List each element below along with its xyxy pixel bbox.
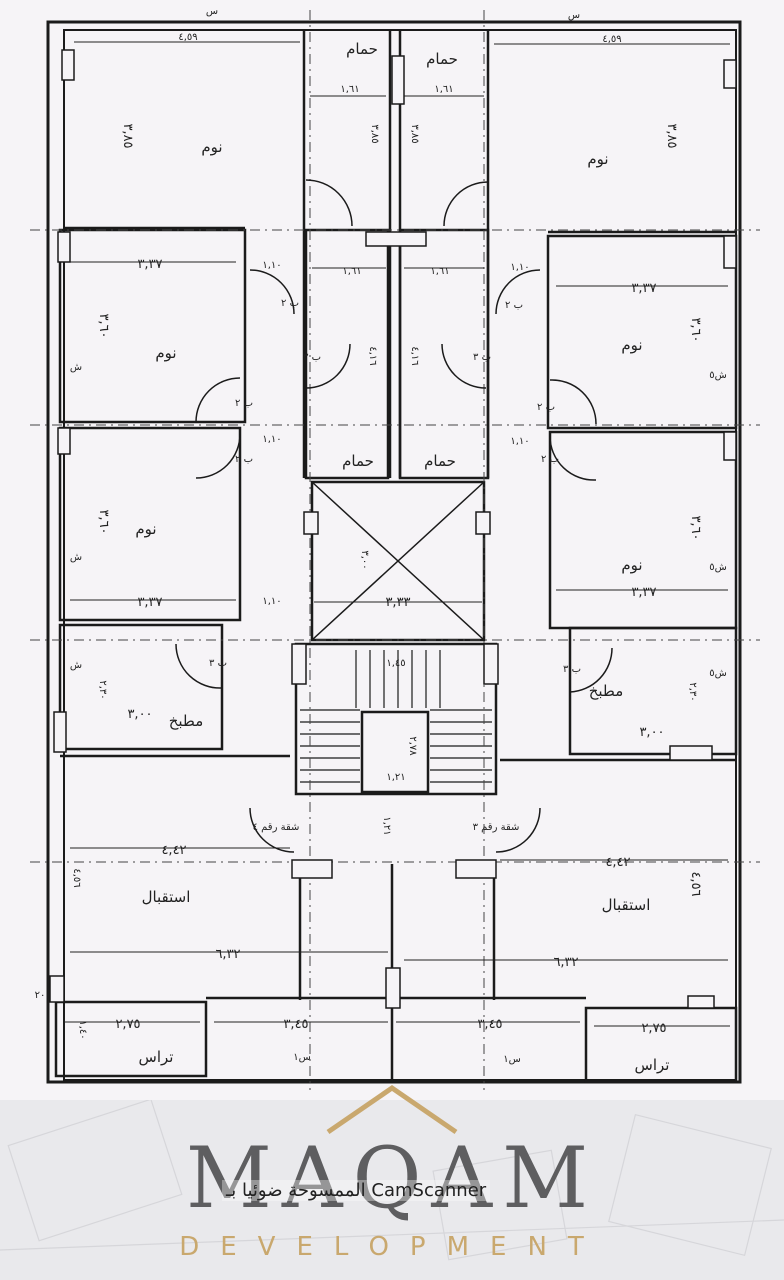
- dimension-text: ١,٤٥: [386, 658, 405, 669]
- dimension-text: ١,٦١: [434, 84, 453, 95]
- logo-roof-icon: [326, 1084, 458, 1135]
- dimension-text: ٣,٦٠: [688, 515, 703, 540]
- axis-mark: س١: [503, 1054, 521, 1065]
- dimension-text: ٤,٤٢: [161, 843, 186, 858]
- dimension-text: ٣,٦٠: [96, 313, 111, 338]
- dimension-text: ٢٠: [35, 990, 46, 1001]
- dimension-text: ٣,٣٣: [385, 595, 410, 610]
- dimension-text: ٣,٤٥: [283, 1017, 308, 1032]
- door-mark: ب ٣: [473, 352, 491, 363]
- dimension-text: ١,١٠: [262, 260, 281, 271]
- branding-footer: [0, 1100, 784, 1280]
- brand-tagline: DEVELOPMENT: [179, 1232, 605, 1262]
- door-mark: ب ٣: [563, 664, 581, 675]
- dimension-text: ٣,٤٥: [477, 1017, 502, 1032]
- bedroom-label: نوم: [201, 138, 222, 156]
- dimension-text: ٤,٥٩: [178, 32, 197, 43]
- bedroom-label: نوم: [621, 556, 642, 574]
- kitchen-label: مطبخ: [169, 712, 204, 730]
- axis-mark: س١: [293, 1052, 311, 1063]
- dimension-text: ٣,٠٠: [127, 707, 152, 722]
- dimension-text: ٢,٣٠: [687, 682, 698, 701]
- bedroom-label: نوم: [155, 344, 176, 362]
- dimension-text: ٣,٣٧: [631, 281, 656, 296]
- outer-wall: [46, 20, 742, 1084]
- dimension-text: ١,١٠: [262, 434, 281, 445]
- axis-mark: س: [206, 6, 218, 17]
- reception-label: استقبال: [602, 896, 651, 914]
- dimension-text: ٣,٦٠: [688, 317, 703, 342]
- dimension-text: ٢,٧٨: [407, 736, 418, 756]
- bath-label: حمام: [424, 452, 456, 470]
- window-mark: ش: [70, 362, 82, 373]
- door-mark: ب ٣: [303, 352, 321, 363]
- apartment-label: شقة رقم ٤: [253, 822, 300, 833]
- door-mark: ب ٢: [281, 298, 299, 309]
- dimension-text: ٢,٣٠: [97, 680, 108, 699]
- door-mark: ب ٢: [541, 454, 559, 465]
- window-mark: ش٥: [709, 562, 727, 573]
- window-mark: ش: [70, 660, 82, 671]
- dimension-text: ٤,٥٦: [688, 871, 703, 896]
- dimension-text: ٣,٨٥: [369, 124, 380, 143]
- dimension-text: ٣,٨٥: [120, 123, 135, 148]
- dimension-text: ٦,٣٢: [215, 947, 240, 962]
- window-mark: ش٥: [709, 668, 727, 679]
- dimension-text: ١,٦١: [342, 266, 361, 277]
- bath-label: حمام: [426, 50, 458, 68]
- dimension-text: ١,٤٠: [77, 1020, 88, 1039]
- dimension-text: ٣,٠٠: [639, 725, 664, 740]
- dimension-text: ٢,٧٥: [641, 1021, 666, 1036]
- dimension-text: ٣,٨٥: [409, 124, 420, 143]
- door-mark: ب ٢: [235, 398, 253, 409]
- apartment-label: شقة رقم ٣: [473, 822, 520, 833]
- door-mark: ب ٢: [235, 454, 253, 465]
- dimension-text: ٣,٣٧: [137, 257, 162, 272]
- bedroom-label: نوم: [621, 336, 642, 354]
- window-mark: ش٥: [709, 370, 727, 381]
- bath-label: حمام: [342, 452, 374, 470]
- dimension-text: ١,٦١: [340, 84, 359, 95]
- dimension-text: ١,١٠: [262, 596, 281, 607]
- dimension-text: ١,١٠: [510, 436, 529, 447]
- door-mark: ب ٣: [209, 658, 227, 669]
- window-mark: ش: [70, 552, 82, 563]
- dimension-text: ١,٦١: [430, 266, 449, 277]
- dimension-text: ٣,٠٠: [359, 550, 370, 569]
- dimension-text: ٣,٣٧: [631, 585, 656, 600]
- dimension-text: ١,٢١: [386, 772, 405, 783]
- door-mark: ب ٢: [505, 300, 523, 311]
- dimension-text: ٢,٧٥: [115, 1017, 140, 1032]
- dimension-text: ٤,٥٦: [71, 868, 82, 887]
- dimension-text: ٦,٣٢: [553, 955, 578, 970]
- terrace-label: تراس: [139, 1048, 174, 1066]
- footer-pattern: [0, 1100, 784, 1261]
- brand-logo: MAQAM: [185, 1129, 599, 1227]
- bedroom-label: نوم: [135, 520, 156, 538]
- bath-label: حمام: [346, 40, 378, 58]
- dimension-text: ١,٢١: [381, 816, 392, 835]
- dimension-text: ٤,٥٩: [602, 34, 621, 45]
- axis-mark: س: [568, 10, 580, 21]
- bedroom-label: نوم: [587, 150, 608, 168]
- dimension-text: ١,١٠: [510, 262, 529, 273]
- kitchen-label: مطبخ: [589, 682, 624, 700]
- door-mark: ب ٢: [537, 402, 555, 413]
- scanner-watermark: الممسوحة ضوئيا بـ CamScanner: [222, 1180, 491, 1201]
- floor-plan-drawing: نوم نوم نوم نوم نوم نوم حمام حمام حمام ح…: [30, 6, 760, 1090]
- terrace-label: تراس: [635, 1056, 670, 1074]
- dimension-text: ٤,١٦: [367, 346, 378, 365]
- dimension-text: ٣,٨٥: [664, 123, 679, 148]
- dimension-text: ٣,٦٠: [96, 509, 111, 534]
- dimension-text: ٤,١٦: [409, 346, 420, 365]
- dimension-text: ٤,٤٢: [605, 855, 630, 870]
- dimension-text: ٣,٣٧: [137, 595, 162, 610]
- reception-label: استقبال: [142, 888, 191, 906]
